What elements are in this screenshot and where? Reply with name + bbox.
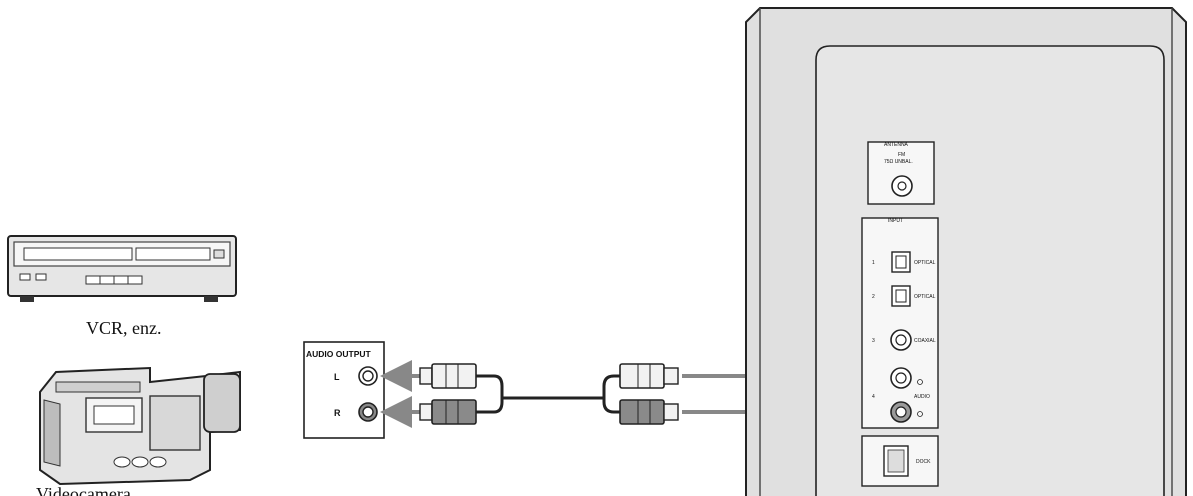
input-1-label: OPTICAL <box>914 260 936 266</box>
input-2-label: OPTICAL <box>914 294 936 300</box>
rca-plug-right-red <box>619 399 679 425</box>
input-4-label: AUDIO <box>914 394 930 400</box>
audio-output-right-label: R <box>334 408 341 418</box>
audio-jack-left <box>358 366 378 386</box>
audio-output-title: AUDIO OUTPUT <box>306 349 372 359</box>
audio-cable <box>380 360 888 428</box>
audio-output-panel: AUDIO OUTPUT L R <box>303 341 385 439</box>
antenna-sub2: 75Ω UNBAL. <box>884 159 913 165</box>
input-section: INPUT 1 OPTICAL 2 OPTICAL 3 COAXIAL 4 AU… <box>861 217 939 429</box>
audio-jack-right <box>358 402 378 422</box>
input-3-label: COAXIAL <box>914 338 936 344</box>
audio-output-left-label: L <box>334 372 340 382</box>
input-2-num: 2 <box>872 294 875 300</box>
speaker-back-panel: ANTENNA FM 75Ω UNBAL. INPUT 1 OPTICAL 2 … <box>745 7 1187 496</box>
input-1-num: 1 <box>872 260 875 266</box>
input-3-num: 3 <box>872 338 875 344</box>
antenna-title: ANTENNA <box>884 142 909 148</box>
camcorder-icon <box>39 366 241 486</box>
vcr-caption: VCR, enz. <box>86 318 162 338</box>
antenna-section: ANTENNA FM 75Ω UNBAL. <box>867 141 935 205</box>
camcorder-caption: Videocamera <box>36 484 131 496</box>
rca-plug-left-white <box>419 363 477 389</box>
vcr-icon <box>7 235 237 302</box>
input-4-num: 4 <box>872 394 875 400</box>
input-title: INPUT <box>888 218 903 224</box>
dock-label: DOCK <box>916 459 931 465</box>
dock-section: DOCK <box>861 435 939 487</box>
rca-plug-left-red <box>419 399 477 425</box>
antenna-sub1: FM <box>898 152 905 158</box>
rca-plug-right-white <box>619 363 679 389</box>
